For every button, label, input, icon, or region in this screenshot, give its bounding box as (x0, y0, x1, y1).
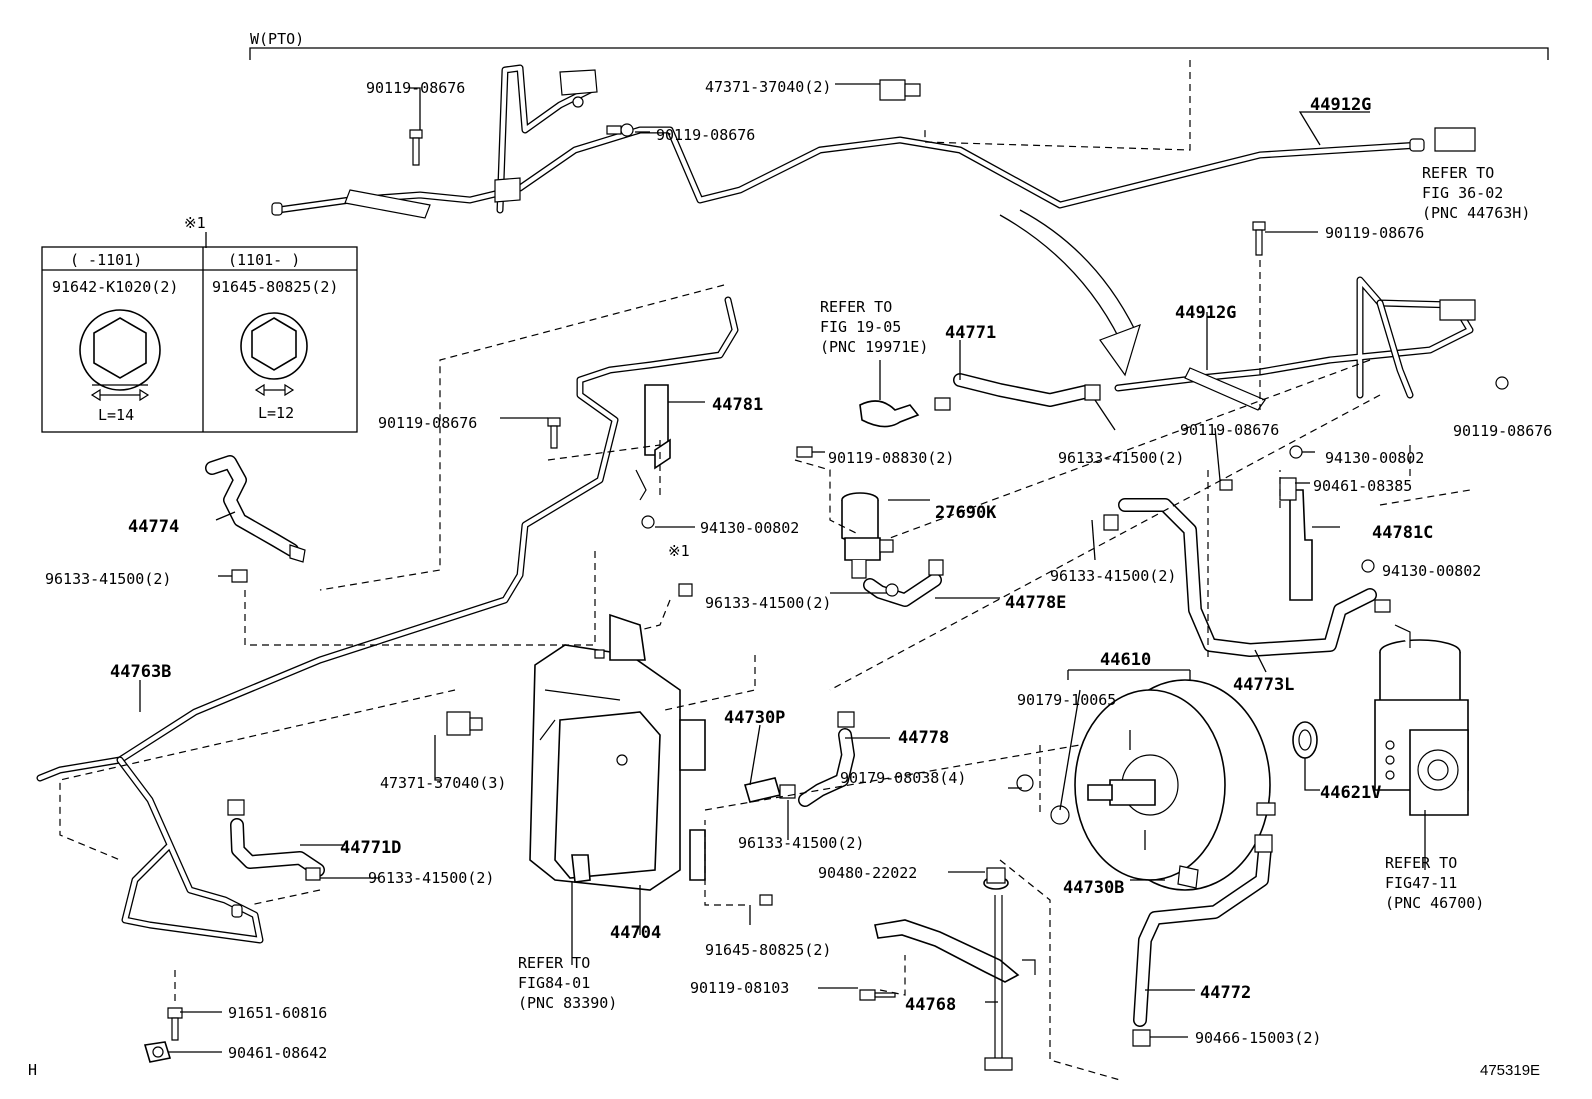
label-90179-08038-4: 90179-08038(4) (840, 769, 966, 787)
label-96133-41500-2-e: 96133-41500(2) (738, 834, 864, 852)
label-90461-08385: 90461-08385 (1313, 477, 1412, 495)
vacuum-pipe-44763b (36, 296, 739, 944)
hose-44772 (1132, 834, 1273, 1047)
label-44778: 44778 (898, 728, 949, 748)
label-44781c: 44781C (1372, 523, 1433, 543)
label-90119-08676-a: 90119-08676 (366, 79, 465, 97)
hose-44771 (859, 360, 1101, 428)
label-90480-22022: 90480-22022 (818, 864, 917, 882)
vacuum-pipe-44912g-right (1114, 221, 1509, 411)
label-90119-08103: 90119-08103 (690, 979, 789, 997)
hose-44773l (1103, 498, 1391, 657)
label-44610: 44610 (1100, 650, 1151, 670)
bracket-44768 (859, 867, 1036, 1071)
bracket-44781 (635, 384, 671, 529)
inset-col1-part: 91642-K1020(2) (52, 278, 178, 296)
label-44774: 44774 (128, 517, 179, 537)
label-96133-41500-2-c: 96133-41500(2) (1050, 567, 1176, 585)
label-90179-10065: 90179-10065 (1017, 691, 1116, 709)
leader-lines (139, 83, 1426, 1053)
label-90119-08830-2: 90119-08830(2) (828, 449, 954, 467)
label-44704: 44704 (610, 923, 661, 943)
ref-fig36-line3: (PNC 44763H) (1422, 204, 1530, 222)
hose-44771d (227, 799, 325, 881)
ref-fig47-line2: FIG47-11 (1385, 874, 1457, 892)
misc-fasteners (143, 417, 773, 1063)
ref-fig84-line1: REFER TO (518, 954, 590, 972)
label-44621v: 44621V (1320, 783, 1381, 803)
ref-fig19-line3: (PNC 19971E) (820, 338, 928, 356)
label-91651-60816: 91651-60816 (228, 1004, 327, 1022)
label-44781: 44781 (712, 395, 763, 415)
label-96133-41500-2-a: 96133-41500(2) (1058, 449, 1184, 467)
label-91645-80825-2: 91645-80825(2) (705, 941, 831, 959)
label-90461-08642: 90461-08642 (228, 1044, 327, 1062)
label-90466-15003-2: 90466-15003(2) (1195, 1029, 1321, 1047)
label-44778e: 44778E (1005, 593, 1066, 613)
label-47371-37040-2: 47371-37040(2) (705, 78, 831, 96)
pto-bracket-label: W(PTO) (250, 30, 304, 48)
bracket-44781c (1219, 445, 1375, 601)
dashed-guides (59, 60, 1471, 1081)
label-90119-08676-b: 90119-08676 (656, 126, 755, 144)
pto-bracket: W(PTO) (249, 30, 1549, 60)
ref-fig84-line2: FIG84-01 (518, 974, 590, 992)
label-44768: 44768 (905, 995, 956, 1015)
label-94130-00802-a: 94130-00802 (1325, 449, 1424, 467)
part-labels: 90119-08676 47371-37040(2) 90119-08676 4… (45, 78, 1552, 1062)
footer-left-code: H (28, 1061, 37, 1079)
inset-col2-range: (1101- ) (228, 251, 300, 269)
label-44912g-mid: 44912G (1175, 303, 1236, 323)
connector-47371-lower (446, 711, 483, 736)
label-96133-41500-2-d: 96133-41500(2) (705, 594, 831, 612)
inset-col2-part: 91645-80825(2) (212, 278, 338, 296)
valve-27690k (796, 446, 944, 607)
label-44773l: 44773L (1233, 675, 1294, 695)
label-44772: 44772 (1200, 983, 1251, 1003)
label-90119-08676-f: 90119-08676 (378, 414, 477, 432)
ref-fig84-line3: (PNC 83390) (518, 994, 617, 1012)
hose-44774 (205, 455, 306, 583)
inset-box: ※1 ( -1101) (1101- ) 91642-K1020(2) 9164… (41, 214, 358, 433)
label-47371-37040-3: 47371-37040(3) (380, 774, 506, 792)
label-27690k: 27690K (935, 503, 997, 523)
ref-fig47-line3: (PNC 46700) (1385, 894, 1484, 912)
label-94130-00802-c: 94130-00802 (1382, 562, 1481, 580)
label-44912g-top: 44912G (1310, 95, 1371, 115)
label-44771: 44771 (945, 323, 996, 343)
top-vacuum-pipe-assembly (271, 64, 1476, 219)
label-44730b: 44730B (1063, 878, 1124, 898)
ref-fig36-line2: FIG 36-02 (1422, 184, 1503, 202)
inset-col1-range: ( -1101) (70, 251, 142, 269)
label-44763b: 44763B (110, 662, 171, 682)
label-90119-08676-c: 90119-08676 (1325, 224, 1424, 242)
label-90119-08676-d: 90119-08676 (1453, 422, 1552, 440)
ref-fig19-line2: FIG 19-05 (820, 318, 901, 336)
label-94130-00802-b: 94130-00802 (700, 519, 799, 537)
inset-col2-length: L=12 (258, 404, 294, 422)
label-44730p: 44730P (724, 708, 785, 728)
direction-arrow-icon (999, 209, 1141, 377)
master-cylinder (1374, 624, 1469, 816)
label-44771d: 44771D (340, 838, 401, 858)
reservoir-44704 (529, 613, 706, 891)
inset-col1-length: L=14 (98, 406, 134, 424)
figure-id: 475319E (1480, 1062, 1540, 1079)
brake-booster-44610 (1016, 679, 1318, 891)
inset-mark: ※1 (184, 214, 206, 232)
ref-fig47-line1: REFER TO (1385, 854, 1457, 872)
label-90119-08676-e: 90119-08676 (1180, 421, 1279, 439)
ref-fig19-line1: REFER TO (820, 298, 892, 316)
ref-fig36-line1: REFER TO (1422, 164, 1494, 182)
label-96133-41500-2-f: 96133-41500(2) (368, 869, 494, 887)
label-mark1-b: ※1 (668, 542, 690, 560)
label-96133-41500-2-b: 96133-41500(2) (45, 570, 171, 588)
